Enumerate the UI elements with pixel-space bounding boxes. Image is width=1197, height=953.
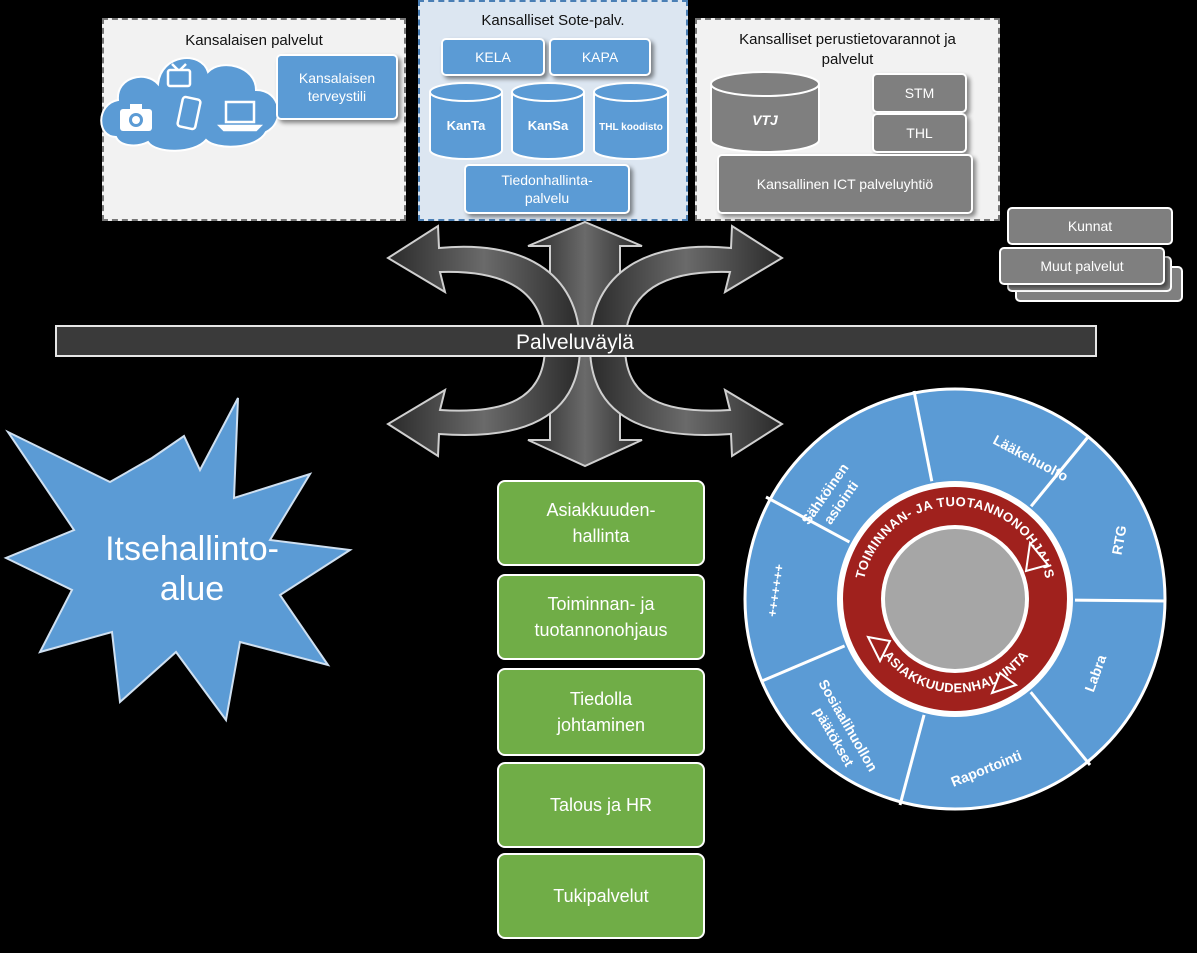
thl-label: THL: [906, 125, 933, 141]
laptop-icon: [216, 100, 264, 132]
segment-plus: +++++++: [764, 563, 786, 618]
green-item-2-line2: tuotannonohjaus: [534, 620, 668, 640]
starburst-label-line2: alue: [160, 570, 224, 608]
vtj-database: VTJ: [710, 71, 820, 153]
kapa-button[interactable]: KAPA: [549, 38, 651, 76]
thl-koodisto-label: THL koodisto: [599, 122, 663, 133]
thl-koodisto-database-icon: [593, 82, 669, 160]
green-item-3-line2: johtaminen: [556, 715, 646, 735]
kanta-label: KanTa: [447, 118, 487, 133]
citizen-health-account-button[interactable]: Kansalaisen terveystili: [276, 54, 398, 120]
citizen-health-account-label: Kansalaisen terveystili: [298, 70, 376, 104]
phone-icon: [176, 95, 202, 131]
tukipalvelut-button[interactable]: Tukipalvelut: [497, 853, 705, 939]
stm-label: STM: [904, 85, 935, 101]
citizen-panel-title: Kansalaisen palvelut: [185, 32, 323, 49]
asiakkuudenhallinta-button[interactable]: Asiakkuuden-hallinta: [497, 480, 705, 566]
green-item-2-line1: Toiminnan- ja: [547, 594, 655, 614]
kunnat-label: Kunnat: [1067, 218, 1113, 234]
talous-hr-button[interactable]: Talous ja HR: [497, 762, 705, 848]
tiedolla-johtaminen-button[interactable]: Tiedolla johtaminen: [497, 668, 705, 756]
kansa-label: KanSa: [528, 118, 569, 133]
lower-left-arrow: [386, 345, 582, 458]
ict-company-button[interactable]: Kansallinen ICT palveluyhtiö: [717, 154, 973, 214]
sote-panel-title: Kansalliset Sote-palv.: [481, 12, 625, 29]
upper-right-arrow: [588, 224, 784, 347]
segment-rtg: RTG: [1109, 524, 1130, 556]
ring-arrowheads: [866, 540, 1050, 695]
national-panel-title: Kansalliset perustietovarannot ja palvel…: [739, 31, 956, 68]
green-item-1-line1: Asiakkuuden-: [546, 500, 656, 520]
muut-palvelut-button[interactable]: Muut palvelut: [999, 247, 1165, 285]
thl-button[interactable]: THL: [872, 113, 967, 153]
starburst-label-line1: Itsehallinto-: [105, 530, 279, 568]
tiedonhallinta-button[interactable]: Tiedonhallinta-palvelu: [464, 164, 630, 214]
green-item-5-line1: Tukipalvelut: [553, 886, 649, 906]
service-bus-bar: [55, 325, 1097, 357]
upper-left-arrow: [386, 224, 582, 347]
kanta-database-icon: [429, 82, 503, 160]
kapa-label: KAPA: [581, 49, 619, 65]
lower-right-arrow: [588, 345, 784, 458]
service-wheel: Lääkehuolto RTG Labra Raportointi Sosiaa…: [743, 387, 1167, 811]
muut-palvelut-label: Muut palvelut: [1040, 258, 1124, 274]
toiminnanohjaus-button[interactable]: Toiminnan- ja tuotannonohjaus: [497, 574, 705, 660]
kela-button[interactable]: KELA: [441, 38, 545, 76]
tv-icon: [166, 63, 192, 88]
stm-button[interactable]: STM: [872, 73, 967, 113]
device-cloud: [100, 57, 280, 152]
green-item-1-line2: hallinta: [572, 526, 630, 546]
sote-databases: KanTa KanSa THL koodisto: [429, 82, 669, 160]
service-bus-label: Palveluväylä: [516, 331, 634, 354]
ict-company-label: Kansallinen ICT palveluyhtiö: [756, 176, 934, 192]
self-government-starburst: Itsehallinto- alue: [3, 397, 353, 723]
vtj-label: VTJ: [752, 112, 779, 128]
green-item-3-line1: Tiedolla: [569, 689, 633, 709]
tiedonhallinta-label: Tiedonhallinta-palvelu: [501, 172, 593, 206]
green-item-4-line1: Talous ja HR: [549, 795, 653, 815]
kunnat-button[interactable]: Kunnat: [1007, 207, 1173, 245]
kansa-database-icon: [511, 82, 585, 160]
camera-icon: [120, 104, 152, 131]
kela-label: KELA: [475, 49, 511, 65]
